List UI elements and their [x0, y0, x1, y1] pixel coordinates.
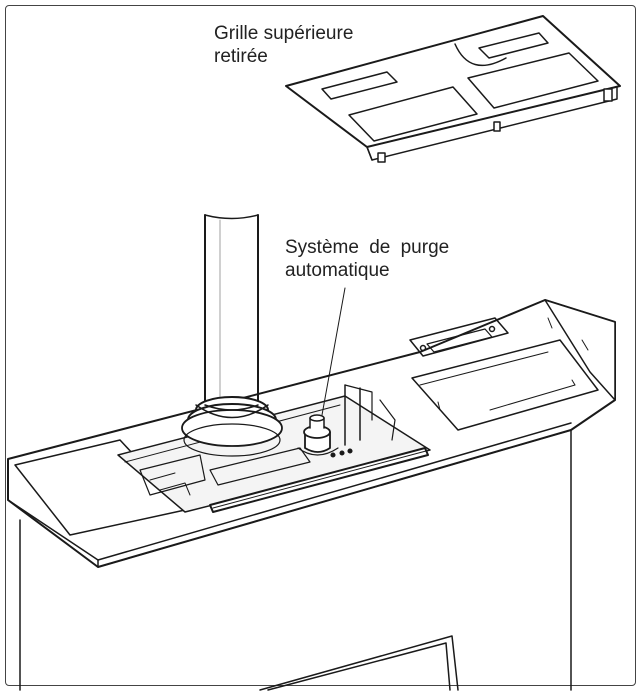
- removed-top-grille: [285, 15, 621, 163]
- grille-label-line1: Grille supérieure: [214, 23, 354, 44]
- purge-label-line1: Système de purge: [285, 237, 450, 258]
- figure-frame: [5, 5, 636, 686]
- grille-label: Grille supérieure retirée: [214, 22, 353, 68]
- grille-label-line2: retirée: [214, 46, 268, 67]
- open-compartment: [117, 384, 431, 513]
- purge-valve: [297, 414, 339, 456]
- purge-label-line2: automatique: [285, 260, 390, 281]
- purge-label: Système de purge automatique: [285, 236, 449, 282]
- purge-leader-line: [321, 287, 346, 416]
- flue-pipe: [181, 214, 283, 457]
